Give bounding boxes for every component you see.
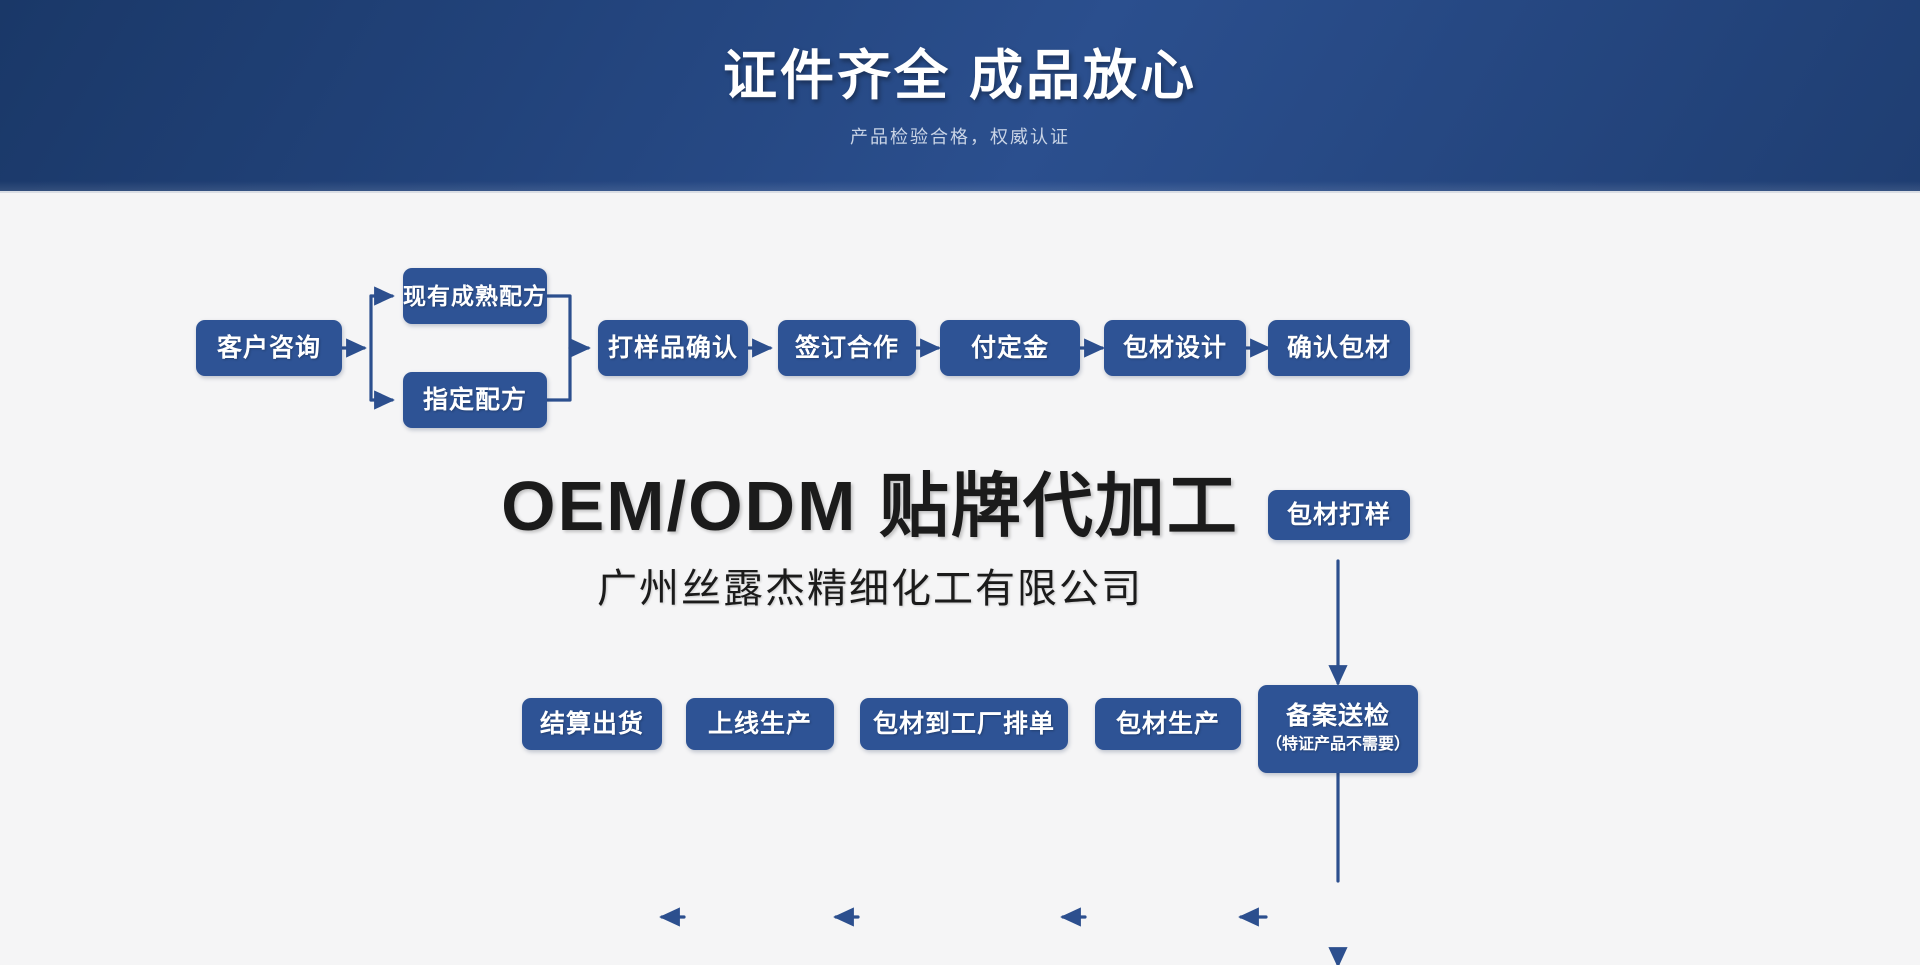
flow-node-start-production[interactable]: 上线生产 — [686, 698, 834, 750]
flow-node-label: 确认包材 — [1286, 333, 1391, 362]
banner-title: 证件齐全 成品放心 — [722, 46, 1197, 107]
flow-node-label: 备案送检 — [1285, 702, 1390, 731]
flow-node-label: 结算出货 — [539, 709, 644, 738]
banner-subtitle: 产品检验合格，权威认证 — [850, 126, 1070, 147]
flow-node-label: 包材生产 — [1115, 709, 1220, 738]
flow-diagram: 客户咨询 现有成熟配方 指定配方 打样品确认 签订合作 付定金 包材设计 确认包… — [0, 193, 1920, 965]
flow-node-package-confirm[interactable]: 确认包材 — [1268, 320, 1410, 376]
header-banner: 证件齐全 成品放心 产品检验合格，权威认证 — [0, 0, 1920, 193]
flow-node-label: 签订合作 — [794, 333, 899, 362]
flow-node-label: 包材设计 — [1122, 333, 1227, 362]
flow-node-custom-formula[interactable]: 指定配方 — [403, 372, 547, 428]
flow-node-package-production[interactable]: 包材生产 — [1095, 698, 1241, 750]
flow-node-pay-deposit[interactable]: 付定金 — [940, 320, 1080, 376]
flow-connectors — [338, 286, 1348, 965]
flow-node-sample-confirm[interactable]: 打样品确认 — [598, 320, 748, 376]
flow-node-label: 付定金 — [970, 333, 1049, 362]
flow-node-sublabel: （特证产品不需要） — [1265, 735, 1410, 753]
flow-node-package-proof[interactable]: 包材打样 — [1268, 490, 1410, 540]
flow-node-sign-contract[interactable]: 签订合作 — [778, 320, 916, 376]
flow-node-customer-inquiry[interactable]: 客户咨询 — [196, 320, 342, 376]
connector-custom-to-merge — [544, 346, 572, 402]
header-banner-content: 证件齐全 成品放心 产品检验合格，权威认证 — [0, 0, 1920, 191]
flow-node-label: 打样品确认 — [607, 333, 738, 362]
flow-node-package-design[interactable]: 包材设计 — [1104, 320, 1246, 376]
connector-existing-to-merge — [544, 294, 572, 350]
flow-node-package-to-factory[interactable]: 包材到工厂排单 — [860, 698, 1068, 750]
flow-node-existing-formula[interactable]: 现有成熟配方 — [403, 268, 547, 324]
flow-node-label: 包材打样 — [1286, 500, 1391, 529]
flow-node-label: 上线生产 — [707, 709, 812, 738]
headline-company: 广州丝露杰精细化工有限公司 — [597, 567, 1143, 611]
flow-node-label: 客户咨询 — [216, 333, 321, 362]
flow-node-label: 指定配方 — [422, 385, 527, 414]
flow-node-filing-inspection[interactable]: 备案送检 （特证产品不需要） — [1258, 685, 1418, 773]
flow-node-label: 现有成熟配方 — [403, 282, 547, 309]
flow-node-settle-ship[interactable]: 结算出货 — [522, 698, 662, 750]
flow-node-label: 包材到工厂排单 — [872, 709, 1055, 738]
